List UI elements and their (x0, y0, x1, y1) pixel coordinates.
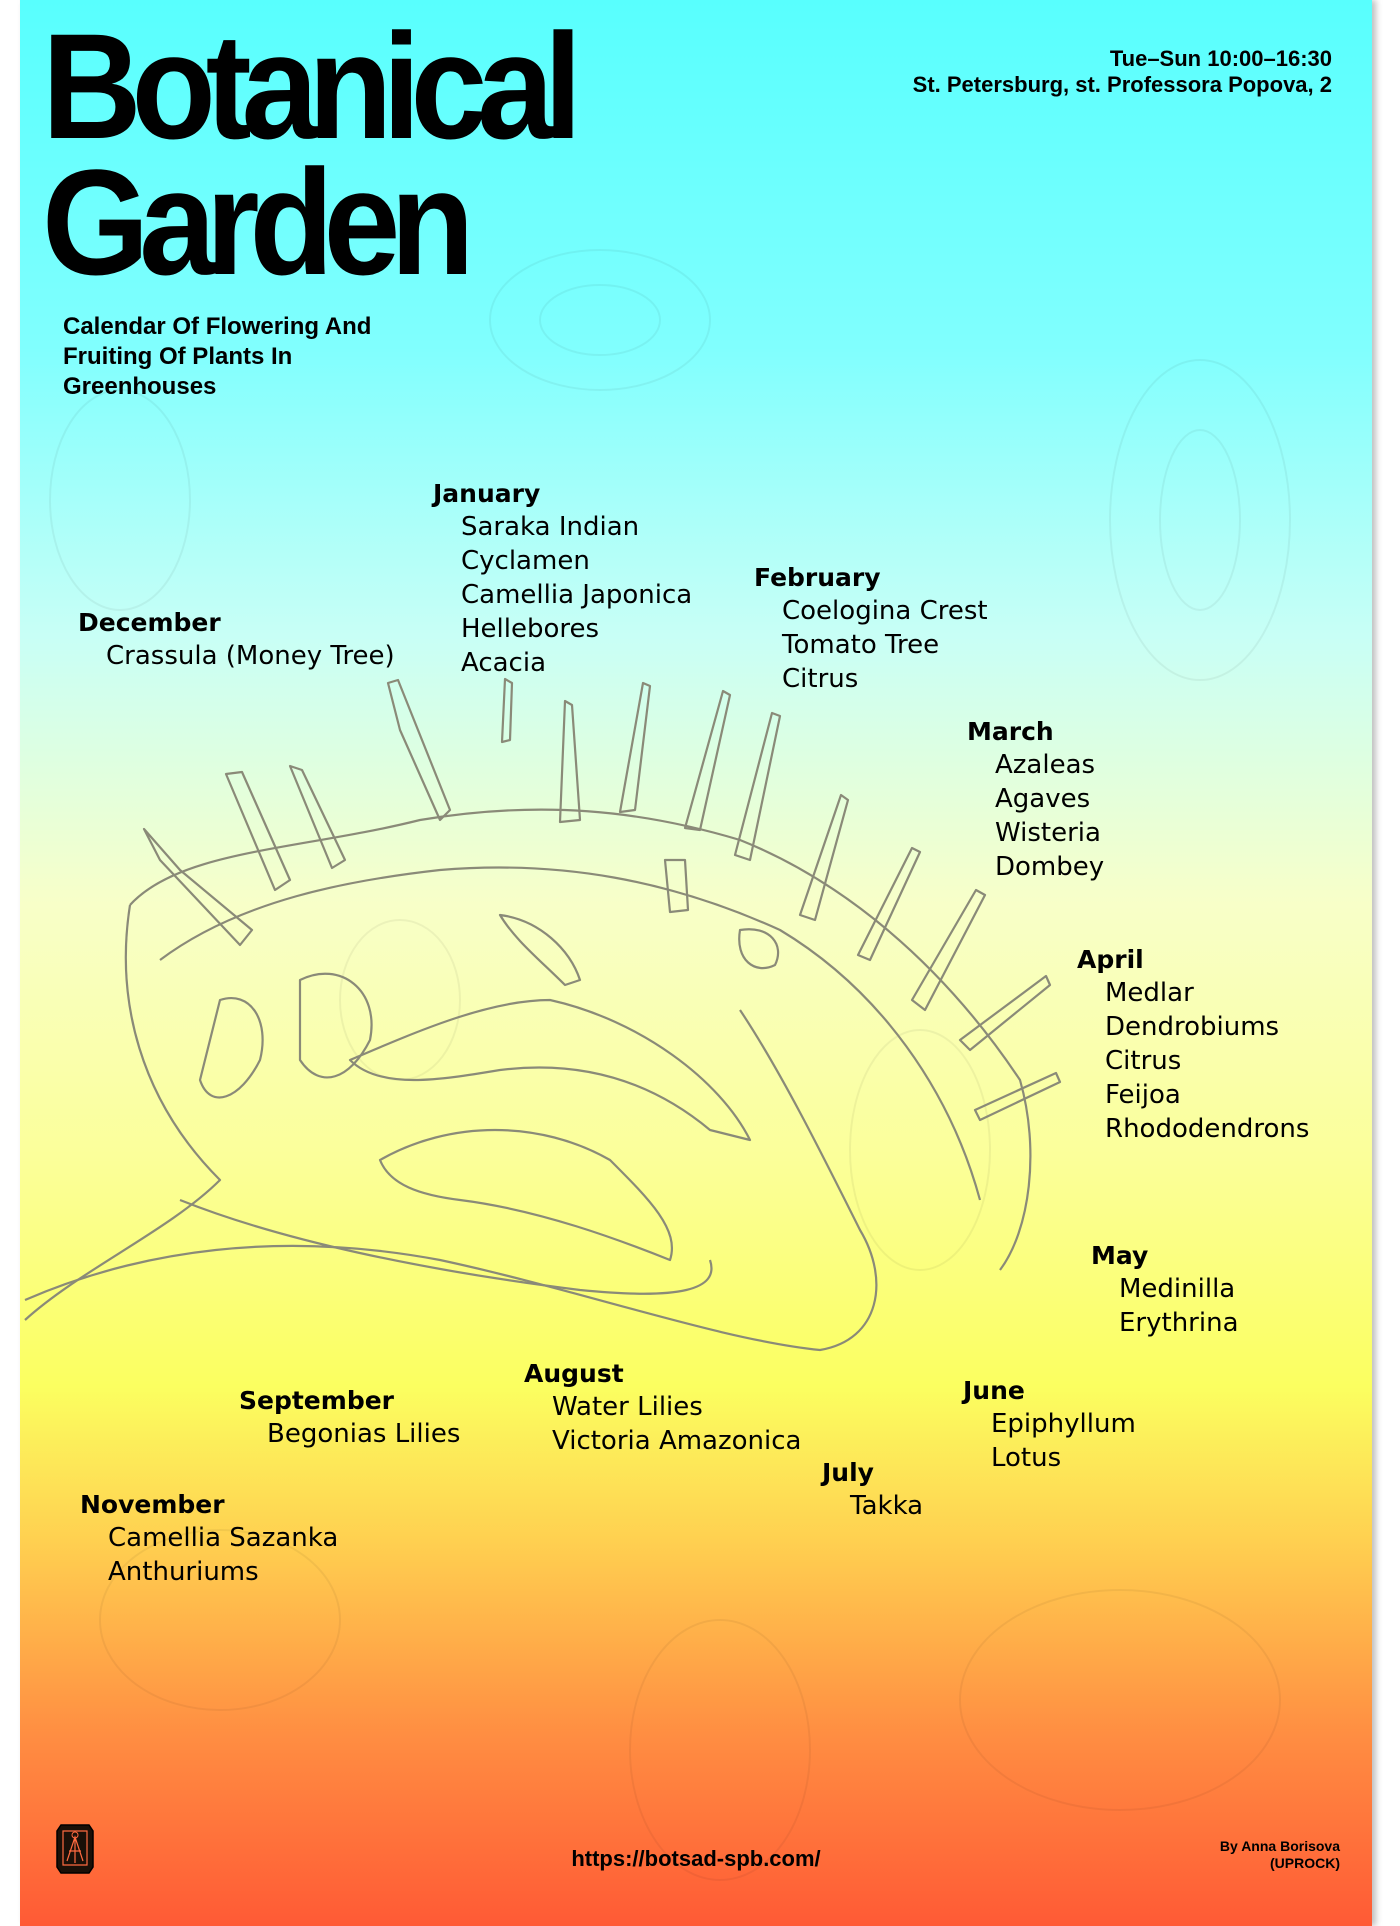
plant-item: Dendrobiums (1105, 1012, 1280, 1042)
plant-item: Dombey (995, 852, 1105, 882)
plant-item: Coelogina Crest (782, 596, 988, 626)
month-name: August (524, 1359, 624, 1388)
garden-emblem-icon (56, 1824, 94, 1874)
plant-item: Epiphyllum (991, 1409, 1136, 1439)
month-august: August Water Lilies Victoria Amazonica (524, 1358, 801, 1458)
month-july: July Takka (822, 1457, 923, 1523)
month-name: January (433, 479, 541, 508)
plant-item: Camellia Japonica (461, 580, 693, 610)
title-line-1: Botanical (42, 2, 582, 170)
plant-item: Saraka Indian (461, 512, 640, 542)
plant-item: Medinilla (1119, 1274, 1236, 1304)
month-name: April (1077, 945, 1144, 974)
plant-item: Camellia Sazanka (108, 1523, 339, 1553)
month-november: November Camellia Sazanka Anthuriums (80, 1489, 338, 1589)
month-name: November (80, 1490, 225, 1519)
subtitle: Calendar Of Flowering And Fruiting Of Pl… (63, 313, 372, 400)
plant-item: Citrus (1105, 1046, 1182, 1076)
plant-item: Crassula (Money Tree) (106, 641, 395, 671)
month-april: April Medlar Dendrobiums Citrus Feijoa R… (1077, 944, 1309, 1146)
month-january: January Saraka Indian Cyclamen Camellia … (433, 478, 692, 680)
poster: Botanical Garden Tue–Sun 10:00–16:30 St.… (20, 0, 1372, 1926)
plant-item: Hellebores (461, 614, 600, 644)
plant-item: Feijoa (1105, 1080, 1181, 1110)
month-december: December Crassula (Money Tree) (78, 607, 395, 673)
plant-item: Tomato Tree (782, 630, 940, 660)
opening-hours: Tue–Sun 10:00–16:30 (1109, 46, 1332, 71)
month-june: June Epiphyllum Lotus (963, 1375, 1136, 1475)
website-link[interactable]: https://botsad-spb.com/ (571, 1846, 821, 1871)
month-name: March (967, 717, 1054, 746)
plant-item: Water Lilies (552, 1392, 703, 1422)
plant-item: Acacia (461, 648, 547, 678)
contour-background (49, 249, 1291, 1881)
author-studio: (UPROCK) (1270, 1855, 1340, 1871)
month-name: February (754, 563, 881, 592)
title-line-2: Garden (42, 138, 475, 306)
address: St. Petersburg, st. Professora Popova, 2 (912, 72, 1332, 97)
plant-item: Rhododendrons (1105, 1114, 1310, 1144)
visit-info: Tue–Sun 10:00–16:30 St. Petersburg, st. … (913, 46, 1332, 98)
plant-item: Agaves (995, 784, 1091, 814)
plant-item: Lotus (991, 1443, 1062, 1473)
month-september: September Begonias Lilies (239, 1385, 460, 1451)
author-credit: By Anna Borisova (UPROCK) (1220, 1838, 1340, 1872)
month-name: September (239, 1386, 394, 1415)
plant-item: Wisteria (995, 818, 1101, 848)
month-name: December (78, 608, 221, 637)
plant-item: Cyclamen (461, 546, 590, 576)
page-title: Botanical Garden (42, 2, 582, 306)
month-name: May (1091, 1241, 1149, 1270)
plant-item: Anthuriums (108, 1557, 259, 1587)
author-name: By Anna Borisova (1219, 1838, 1340, 1854)
month-february: February Coelogina Crest Tomato Tree Cit… (754, 562, 988, 696)
plant-item: Citrus (782, 664, 859, 694)
plant-item: Victoria Amazonica (552, 1426, 802, 1456)
plant-item: Medlar (1105, 978, 1194, 1008)
plant-illustration (24, 677, 1062, 1352)
plant-item: Begonias Lilies (267, 1419, 461, 1449)
plant-item: Azaleas (995, 750, 1096, 780)
month-may: May Medinilla Erythrina (1091, 1240, 1239, 1340)
plant-item: Takka (850, 1491, 924, 1521)
month-march: March Azaleas Agaves Wisteria Dombey (967, 716, 1104, 884)
month-name: July (822, 1458, 874, 1487)
plant-item: Erythrina (1119, 1308, 1239, 1338)
month-name: June (963, 1376, 1025, 1405)
